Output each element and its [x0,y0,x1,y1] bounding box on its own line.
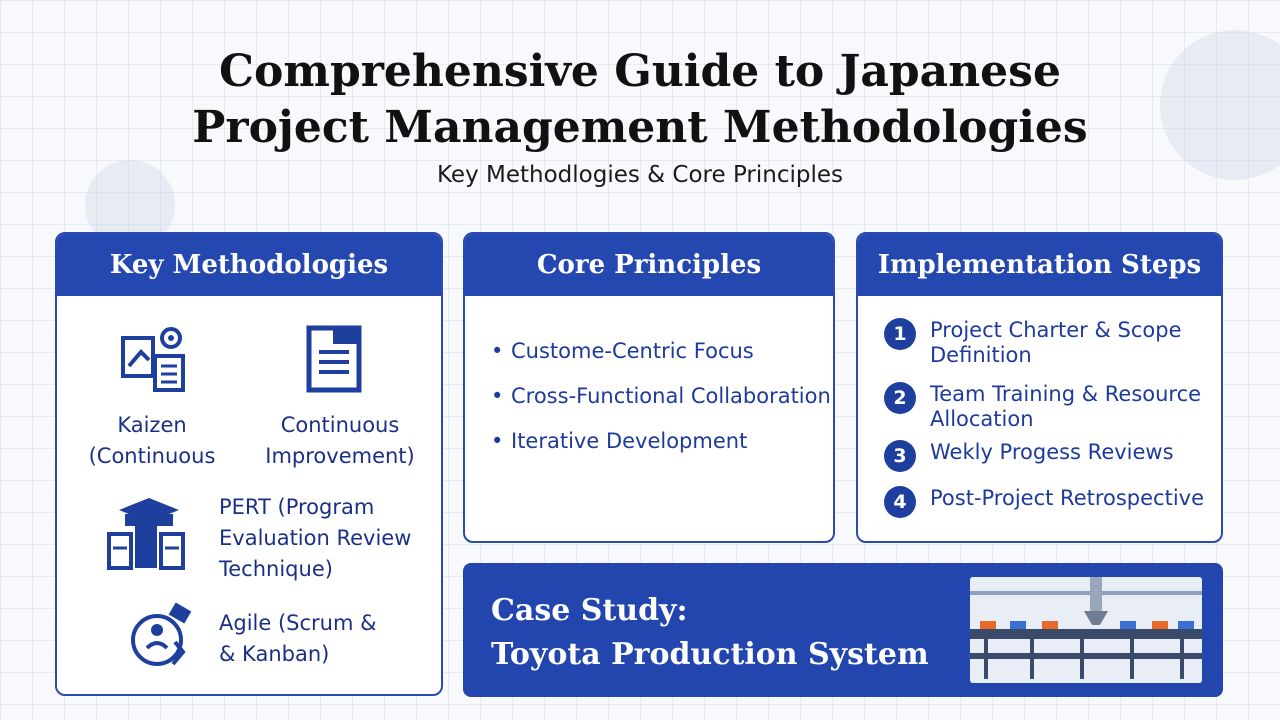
page-title-line1: Comprehensive Guide to Japanese [219,46,1061,97]
factory-illustration [970,577,1202,683]
methodologies-panel: Key Methodologies Kaizen (Continuous Con… [55,232,443,696]
step-item: 2 Team Training & Resource Allocation [884,382,1214,432]
list-item: Cross-Functional Collaboration [491,384,831,408]
step-item: 4 Post-Project Retrospective [884,486,1214,518]
list-item: Custome-Centric Focus [491,339,831,363]
methodologies-heading: Key Methodologies [57,234,441,296]
steps-panel: Implementation Steps 1 Project Charter &… [856,232,1223,543]
step-number: 2 [884,382,916,414]
page-subtitle: Key Methodlogies & Core Principles [436,162,843,188]
case-study-line1: Case Study: [491,593,688,628]
methodology-label-kaizen: Kaizen (Continuous [88,413,216,468]
step-text: Wekly Progess Reviews [930,440,1174,464]
principles-panel: Core Principles Custome-Centric Focus Cr… [463,232,835,543]
methodology-label-pert: PERT (Program Evaluation Review Techniqu… [219,495,412,581]
factory-icon [970,577,1202,683]
case-study-line2: Toyota Production System [491,637,929,672]
step-item: 3 Wekly Progess Reviews [884,440,1214,472]
case-study-title: Case Study: Toyota Production System [491,589,929,677]
step-number: 1 [884,318,916,350]
step-number: 3 [884,440,916,472]
kaizen-icon [121,327,185,392]
background-blob [1160,30,1280,180]
principles-list: Custome-Centric Focus Cross-Functional C… [491,339,831,474]
agile-icon [131,602,192,666]
step-text: Post-Project Retrospective [930,486,1205,510]
document-icon [306,325,362,393]
step-text: Allocation [930,407,1034,431]
case-study-banner: Case Study: Toyota Production System [463,563,1223,697]
pert-icon [107,498,185,570]
page-title: Comprehensive Guide to Japanese Project … [0,44,1280,156]
step-text: Definition [930,343,1032,367]
step-text: Team Training & Resource [930,382,1202,406]
principles-heading: Core Principles [465,234,833,296]
page-title-line2: Project Management Methodologies [192,102,1088,153]
methodology-label-continuous: Continuous Improvement) [265,413,415,468]
methodology-label-agile: Agile (Scrum & & Kanban) [219,611,377,666]
list-item: Iterative Development [491,429,831,453]
steps-heading: Implementation Steps [858,234,1221,296]
step-text: Project Charter & Scope [930,318,1182,342]
step-item: 1 Project Charter & Scope Definition [884,318,1214,368]
step-number: 4 [884,486,916,518]
